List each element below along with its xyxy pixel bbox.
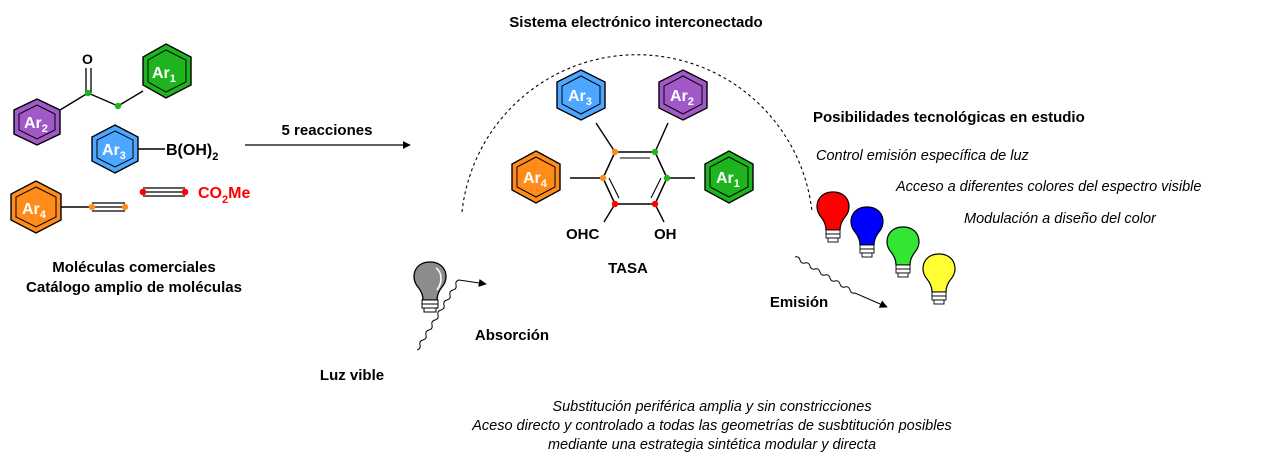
ketone-molecule: Ar2 O Ar1	[13, 43, 192, 146]
possibility-item-0: Control emisión específica de luz	[816, 148, 1030, 164]
tasa-ar2-label: Ar2	[670, 88, 694, 108]
absorption-label: Absorción	[475, 327, 549, 344]
footer-line-0: Substitución periférica amplia y sin con…	[552, 399, 871, 415]
ar2-label: Ar2	[24, 115, 48, 135]
possibilities-title: Posibilidades tecnológicas en estudio	[813, 109, 1085, 126]
yellow-bulb-icon	[922, 253, 956, 305]
ar1-label: Ar1	[152, 65, 176, 85]
ar1-ring	[142, 43, 192, 99]
aryl-alkyne-molecule: Ar4	[10, 180, 129, 234]
tasa-ar3-label: Ar3	[568, 88, 592, 108]
tasa-ar4-label: Ar4	[523, 170, 548, 190]
lightbulb-icon	[413, 261, 447, 313]
tasa-molecule: Ar3 Ar2 Ar4 Ar1 OHC OH	[511, 69, 754, 243]
wavy-arrow-icon	[416, 278, 487, 351]
light-source-label: Luz vible	[320, 367, 384, 384]
blue-bulb-icon	[850, 206, 884, 258]
hydroxyl-label: OH	[654, 226, 677, 243]
possibility-item-1: Acceso a diferentes colores del espectro…	[895, 179, 1201, 195]
carbonyl-oxygen: O	[82, 51, 93, 67]
red-bulb-icon	[816, 191, 850, 243]
ester-alkyne-molecule: CO2Me	[139, 185, 250, 206]
caption-catalog: Catálogo amplio de moléculas	[26, 279, 242, 296]
green-bulb-icon	[886, 226, 920, 278]
dashed-arc	[461, 54, 813, 213]
emission-wavy-arrow	[794, 256, 888, 308]
header-title: Sistema electrónico interconectado	[509, 14, 762, 31]
ar4-ring	[10, 180, 62, 234]
footer-line-2: mediante una estrategia sintética modula…	[548, 437, 876, 453]
tasa-ar1-label: Ar1	[716, 170, 740, 190]
boronic-group: B(OH)2	[166, 142, 218, 163]
tasa-ar1-ring	[704, 150, 754, 204]
emission-label: Emisión	[770, 294, 828, 311]
ar4-label: Ar4	[22, 201, 47, 221]
possibility-item-2: Modulación a diseño del color	[964, 211, 1157, 227]
boronic-acid-molecule: Ar3 B(OH)2	[91, 124, 218, 174]
caption-commercial: Moléculas comerciales	[52, 259, 215, 276]
tasa-core-ring	[602, 151, 668, 205]
aldehyde-label: OHC	[566, 226, 600, 243]
reaction-label: 5 reacciones	[282, 122, 373, 139]
footer-line-1: Aceso directo y controlado a todas las g…	[471, 418, 952, 434]
tasa-ar4-ring	[511, 150, 561, 204]
ester-group: CO2Me	[198, 185, 250, 206]
tasa-name: TASA	[608, 260, 648, 277]
ar3-label: Ar3	[102, 142, 126, 162]
